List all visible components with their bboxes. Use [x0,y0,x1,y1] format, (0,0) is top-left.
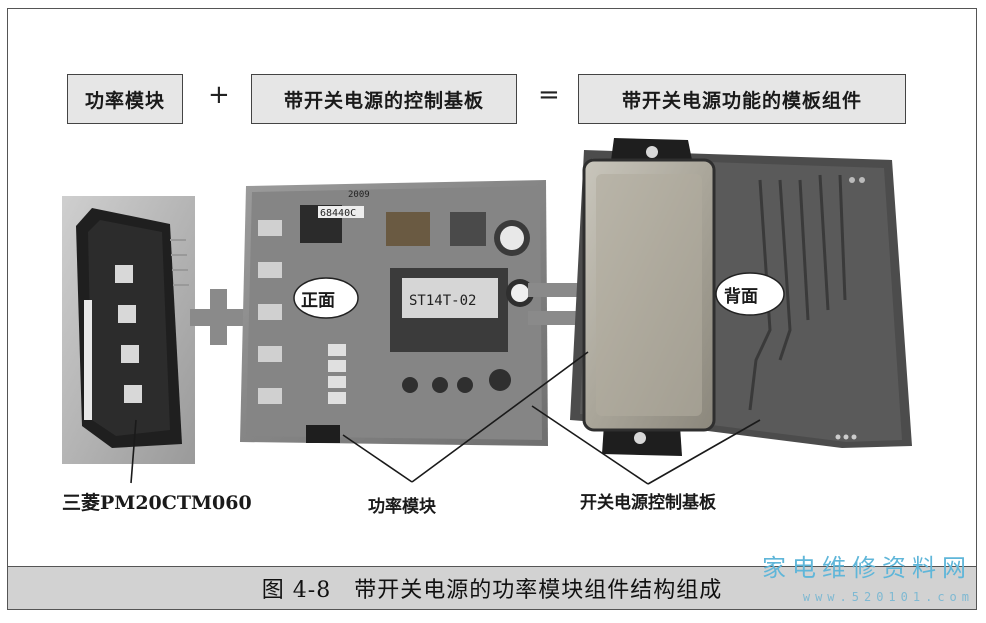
equation-term-power-module: 功率模块 [67,74,183,124]
figure-caption: 图 4-8 带开关电源的功率模块组件结构组成 [261,578,723,603]
front-tag-oval [293,277,359,319]
equation-equals: = [538,80,560,110]
control-board-front-photo: ST14T-02 68440C 2009 [240,180,548,446]
switch-board-label: 开关电源控制基板 [580,493,716,513]
equation-term-control-board: 带开关电源的控制基板 [251,74,517,124]
leader-lines [130,351,761,485]
equation-plus: + [208,80,230,110]
transformer-marking: ST14T-02 [409,293,476,309]
front-tag-label: 正面 [301,291,335,311]
watermark-site-name: 家电维修资料网 [762,554,972,582]
back-tag-label: 背面 [724,287,758,307]
equation-result-module-assembly: 带开关电源功能的模板组件 [578,74,906,124]
equals-sign-graphic [528,283,586,325]
plus-sign-graphic [190,289,246,345]
power-module-label: 功率模块 [368,497,436,517]
module-model-label: 三菱PM20CTM060 [62,492,252,514]
caption-bar: 图 4-8 带开关电源的功率模块组件结构组成 [8,566,976,609]
power-module-photo [62,196,195,464]
board-year-marking: 2009 [348,190,370,200]
watermark-url: www.520101.com [802,590,974,604]
back-tag-oval [715,272,785,316]
chip-code-marking: 68440C [320,208,356,219]
